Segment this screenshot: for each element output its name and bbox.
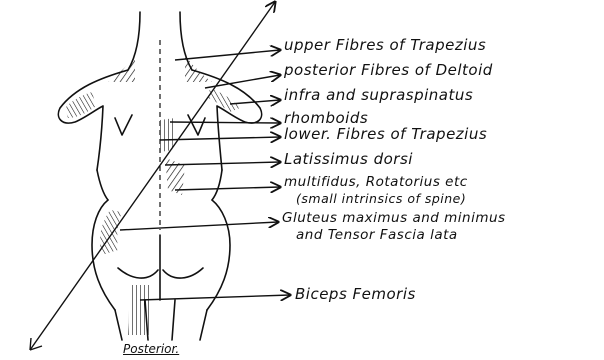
- label-posterior-deltoid: posterior Fibres of Deltoid: [284, 63, 493, 78]
- label-rhomboids: rhomboids: [284, 111, 368, 126]
- label-gluteus-line1: Gluteus maximus and minimus: [282, 212, 506, 226]
- label-latissimus-dorsi: Latissimus dorsi: [284, 152, 413, 167]
- leader-arrows: [120, 50, 290, 300]
- label-multifidus-line2: (small intrinsics of spine): [296, 193, 466, 206]
- muscle-shading: [65, 55, 240, 335]
- label-lower-trapezius: lower. Fibres of Trapezius: [284, 127, 487, 142]
- label-multifidus-line1: multifidus, Rotatorius etc: [284, 176, 468, 190]
- diagram-caption: Posterior.: [123, 342, 179, 356]
- label-gluteus-line2: and Tensor Fascia lata: [296, 229, 458, 243]
- label-upper-trapezius: upper Fibres of Trapezius: [284, 38, 486, 53]
- label-infra-supraspinatus: infra and supraspinatus: [284, 88, 473, 103]
- label-biceps-femoris: Biceps Femoris: [295, 287, 416, 302]
